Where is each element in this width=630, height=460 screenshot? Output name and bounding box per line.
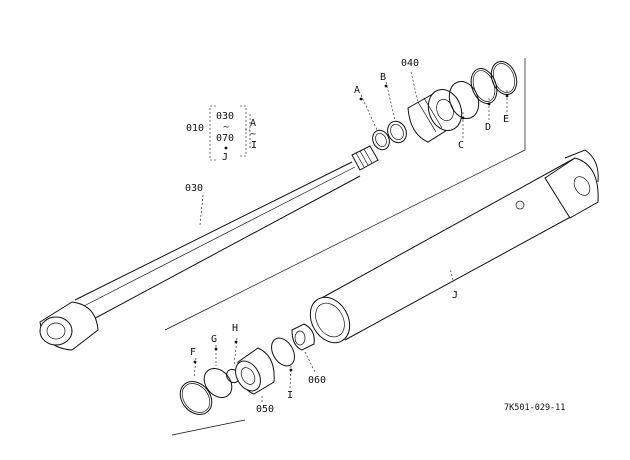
- cylinder-tube: [309, 149, 599, 344]
- label-C: C: [458, 140, 464, 151]
- label-piston-050: 050: [256, 404, 274, 415]
- seal-F: [179, 381, 213, 415]
- seal-B: [387, 120, 407, 144]
- label-G: G: [211, 334, 217, 345]
- seal-G: [203, 368, 233, 398]
- label-gland-040: 040: [401, 58, 419, 69]
- label-B: B: [380, 72, 386, 83]
- rod-gland: [407, 89, 463, 143]
- label-H: H: [232, 323, 238, 334]
- label-letter-range-top: A: [250, 118, 256, 129]
- label-I: I: [287, 390, 293, 401]
- label-range-sub-J: J: [222, 152, 228, 163]
- labels: 010 030 ~ 070 J A ~ I 030 040 050 060 A …: [185, 58, 565, 415]
- figure-code: 7K501-029-11: [504, 403, 565, 413]
- label-rod-030: 030: [185, 183, 203, 194]
- seal-A: [372, 129, 390, 151]
- leader-lines: [193, 71, 509, 402]
- label-E: E: [503, 114, 509, 125]
- label-A: A: [354, 85, 360, 96]
- nut-060: [291, 323, 315, 351]
- seal-I: [271, 337, 295, 367]
- label-range-top: 030: [216, 111, 234, 122]
- frame-lines: [164, 58, 526, 436]
- label-J: J: [452, 290, 458, 301]
- o-ring-E: [490, 61, 518, 95]
- label-range-bottom: 070: [216, 133, 234, 144]
- piston-rod: [39, 145, 379, 351]
- label-letter-range-bottom: I: [251, 140, 257, 151]
- label-range-tilde: ~: [223, 122, 229, 133]
- label-letter-range-tilde: ~: [250, 129, 256, 140]
- label-assembly-010: 010: [186, 123, 204, 134]
- label-D: D: [485, 122, 491, 133]
- o-ring-D: [470, 68, 498, 104]
- piston: [235, 347, 275, 395]
- label-F: F: [190, 347, 196, 358]
- label-nut-060: 060: [308, 375, 326, 386]
